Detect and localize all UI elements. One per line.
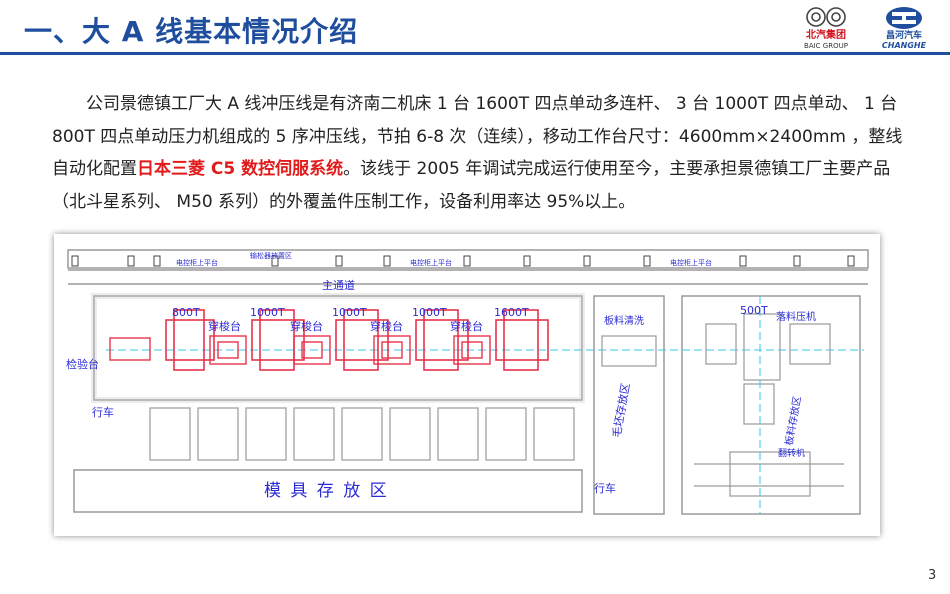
press-label-3: 1000T	[332, 306, 367, 319]
changhe-logo-en: CHANGHE	[882, 41, 927, 50]
right-equipment	[601, 313, 844, 497]
column-markers	[71, 255, 855, 267]
title-rule	[0, 52, 950, 55]
shuttle-label-3: 穿梭台	[370, 319, 403, 333]
slide-title: 一、大 A 线基本情况介绍	[24, 15, 359, 48]
platform-label-4: 电控柜上平台	[670, 258, 712, 267]
paragraph-text-before: 公司景德镇工厂大 A 线冲压线是有济南二机床 1 台 1600T 四点单动多连杆…	[52, 94, 903, 179]
intro-paragraph: 公司景德镇工厂大 A 线冲压线是有济南二机床 1 台 1600T 四点单动多连杆…	[52, 88, 912, 218]
crane-label-2: 行车	[594, 481, 616, 495]
platform-label-2: 输松器放置区	[250, 251, 292, 260]
shuttle-label-4: 穿梭台	[450, 319, 483, 333]
baic-logo-cn: 北汽集团	[806, 28, 846, 41]
paragraph-text-after: 。该线于 2005 年调试完成运行使用至今，主要承担景德镇工厂主要产品（北斗星系…	[52, 159, 891, 212]
sheet-cleaning-label: 板料清洗	[604, 314, 644, 327]
inspection-table	[109, 337, 151, 361]
platform-label-1: 电控柜上平台	[176, 258, 218, 267]
shuttle-label-2: 穿梭台	[290, 319, 323, 333]
baic-logo-en: BAIC GROUP	[804, 42, 848, 50]
changhe-logo-cn: 昌河汽车	[886, 29, 922, 41]
press-label-2: 1000T	[250, 306, 285, 319]
shuttle-tables	[209, 335, 491, 365]
building-outline	[67, 249, 869, 515]
mold-storage-label: 模 具 存 放 区	[264, 481, 389, 501]
flip-machine-label: 翻转机	[778, 447, 805, 459]
baic-logo: 北汽集团 BAIC GROUP	[804, 7, 848, 50]
blanking-press-label: 落料压机	[776, 310, 816, 323]
mold-storage-slots	[149, 407, 575, 461]
paragraph-highlight: 日本三菱 C5 数控伺服系统	[137, 159, 344, 179]
press-machines	[165, 309, 549, 371]
tonnage-label-500: 500T	[740, 304, 768, 317]
press-label-5: 1600T	[494, 306, 529, 319]
changhe-logo: 昌河汽车 CHANGHE	[882, 7, 927, 50]
main-aisle-label: 主通道	[322, 278, 355, 292]
press-label-4: 1000T	[412, 306, 447, 319]
baic-emblem-icon	[806, 7, 846, 27]
changhe-emblem-icon	[886, 7, 922, 29]
inspection-label: 检验台	[66, 357, 99, 371]
page-number: 3	[928, 568, 937, 583]
press-label-1: 800T	[172, 306, 200, 319]
press-line-layout-diagram: 电控柜上平台 输松器放置区 电控柜上平台 电控柜上平台 主通道 800T 100…	[54, 234, 880, 536]
shuttle-label-1: 穿梭台	[208, 319, 241, 333]
crane-label-1: 行车	[92, 405, 114, 419]
platform-label-3: 电控柜上平台	[410, 258, 452, 267]
